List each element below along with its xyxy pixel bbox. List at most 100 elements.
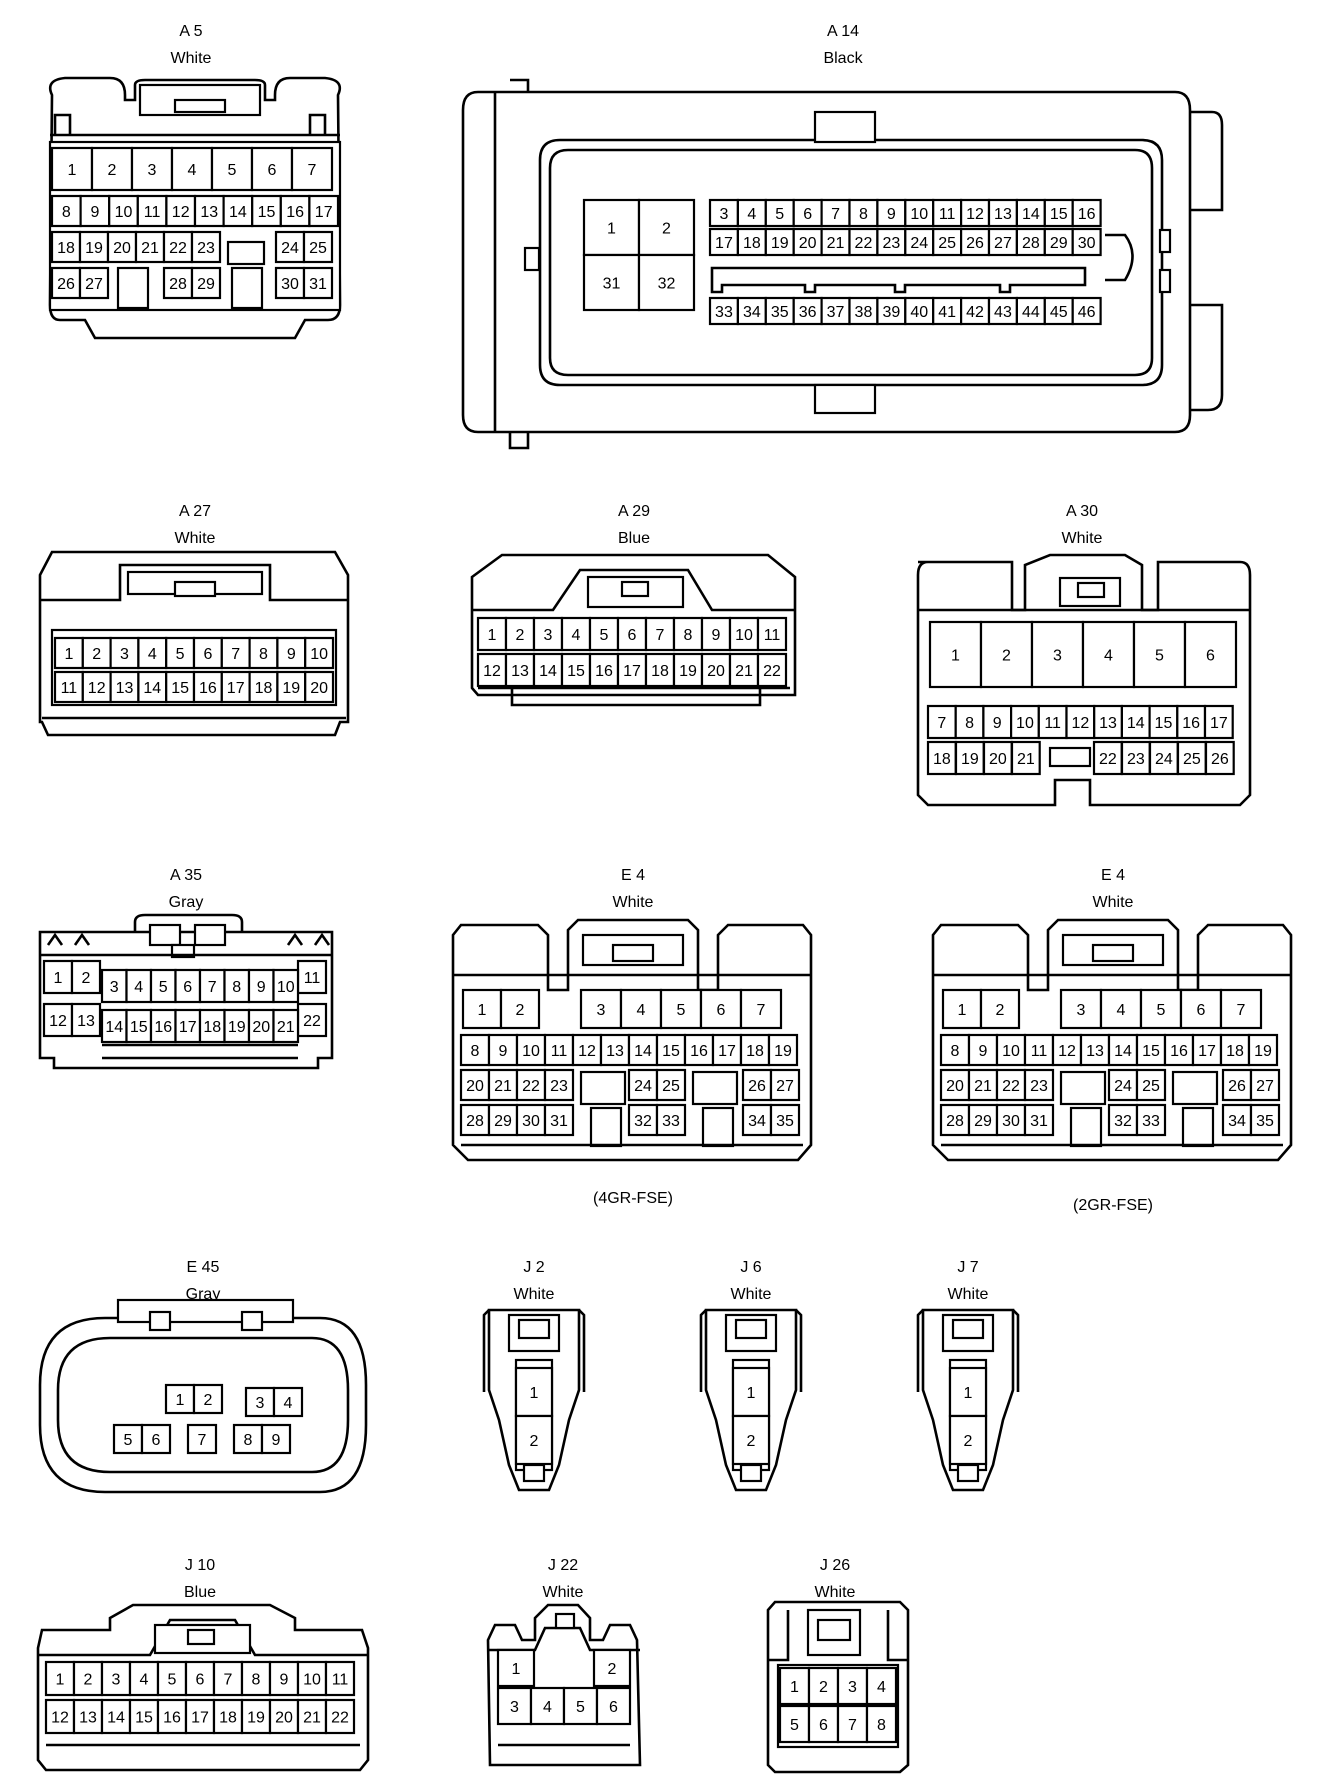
pin-number: 27 <box>1256 1078 1274 1095</box>
pin-number: 1 <box>176 1392 185 1409</box>
pin-number: 10 <box>303 1672 321 1689</box>
pin-number: 19 <box>1254 1043 1272 1060</box>
pin-number: 8 <box>684 627 693 644</box>
pin-number: 19 <box>85 240 103 257</box>
pin-number: 31 <box>550 1113 568 1130</box>
pin-number: 7 <box>1237 1002 1246 1019</box>
connector-code: J 2 <box>523 1259 544 1276</box>
pin-number: 6 <box>1206 648 1215 665</box>
pin-number: 21 <box>303 1710 321 1727</box>
a14-top-latch <box>813 110 877 144</box>
connector-code: A 14 <box>827 23 859 40</box>
pin-cavity <box>165 194 197 228</box>
pin-cavity <box>731 1414 771 1466</box>
pin-cavity <box>928 620 983 689</box>
pin-number: 6 <box>203 646 212 663</box>
pin-cavity <box>90 146 134 192</box>
pin-cavity <box>240 1660 272 1697</box>
pin-number: 4 <box>140 1672 149 1689</box>
pin-cavity <box>1043 198 1074 228</box>
pin-cavity <box>250 146 294 192</box>
pin-cavity <box>655 1068 687 1102</box>
pin-cavity <box>272 1386 304 1418</box>
pin-number: 17 <box>623 663 641 680</box>
pin-cavity <box>79 194 111 228</box>
pin-number: 10 <box>1002 1043 1020 1060</box>
pin-number: 16 <box>595 663 613 680</box>
pin-number: 12 <box>1071 715 1089 732</box>
pin-number: 8 <box>259 646 268 663</box>
a14-side-ears <box>1190 110 1224 412</box>
pin-number: 12 <box>51 1710 69 1727</box>
pin-cavity <box>876 296 907 326</box>
connector-e4-4gr-key-right <box>691 1070 739 1106</box>
pin-cavity <box>1249 1068 1281 1102</box>
pin-number: 27 <box>85 276 103 293</box>
e45-top-latch <box>116 1298 295 1324</box>
pin-cavity <box>967 1103 999 1137</box>
j26-housing <box>766 1600 910 1774</box>
pin-cavity <box>1071 296 1102 326</box>
a30-latch-tab <box>1076 581 1106 599</box>
pin-cavity <box>954 740 985 776</box>
pin-number: 23 <box>197 240 215 257</box>
pin-cavity <box>764 227 795 257</box>
pin-cavity <box>711 1033 743 1067</box>
pin-number: 22 <box>169 240 187 257</box>
pin-number: 28 <box>169 276 187 293</box>
pin-cavity <box>1051 1033 1083 1067</box>
connector-j2-tip <box>522 1463 546 1483</box>
pin-number: 13 <box>1099 715 1117 732</box>
pin-cavity <box>595 1686 632 1726</box>
pin-number: 25 <box>662 1078 680 1095</box>
a30-polarizing-key <box>1048 746 1092 768</box>
pin-cavity <box>1043 296 1074 326</box>
pin-cavity <box>959 227 991 257</box>
pin-number: 42 <box>966 304 984 321</box>
pin-cavity <box>162 266 194 300</box>
pin-cavity <box>967 1033 999 1067</box>
pin-cavity <box>941 988 983 1030</box>
connector-e4-2gr-slot-left <box>1069 1106 1103 1148</box>
pin-cavity <box>240 1698 272 1735</box>
pin-number: 10 <box>115 204 133 221</box>
pin-number: 17 <box>179 1019 197 1036</box>
pin-cavity <box>70 1002 102 1038</box>
e45-outer-shell <box>38 1316 368 1494</box>
pin-number: 4 <box>543 1699 552 1716</box>
pin-cavity <box>487 1103 519 1137</box>
pin-number: 2 <box>516 627 525 644</box>
pin-number: 35 <box>776 1113 794 1130</box>
pin-cavity <box>1176 704 1207 740</box>
pin-number: 3 <box>112 1672 121 1689</box>
pin-number: 20 <box>275 1710 293 1727</box>
pin-cavity <box>948 1414 988 1466</box>
pin-number: 9 <box>887 206 896 223</box>
pin-cavity <box>244 1386 276 1418</box>
engine-variant-note: (2GR-FSE) <box>1073 1197 1153 1214</box>
a30-housing <box>916 553 1252 807</box>
pin-number: 7 <box>231 646 240 663</box>
pin-cavity <box>72 1698 104 1735</box>
pin-number: 22 <box>1099 751 1117 768</box>
a27-housing <box>38 550 350 737</box>
pin-number: 15 <box>171 680 189 697</box>
connector-e4-2gr-key-left <box>1059 1070 1107 1106</box>
pin-number: 30 <box>1078 235 1096 252</box>
connector-j6-latch-window <box>734 1318 768 1340</box>
pin-number: 11 <box>144 204 161 221</box>
pin-cavity <box>186 1423 218 1455</box>
pin-number: 14 <box>105 1019 123 1036</box>
pin-cavity <box>904 227 935 257</box>
pin-number: 15 <box>135 1710 153 1727</box>
pin-cavity <box>324 1660 356 1697</box>
pin-number: 13 <box>200 204 218 221</box>
j26-latch-window <box>816 1618 852 1642</box>
connector-e4-4gr-slot-left <box>589 1106 623 1148</box>
pin-number: 13 <box>994 206 1012 223</box>
a5-latch-tab <box>173 98 227 114</box>
pin-number: 30 <box>281 276 299 293</box>
